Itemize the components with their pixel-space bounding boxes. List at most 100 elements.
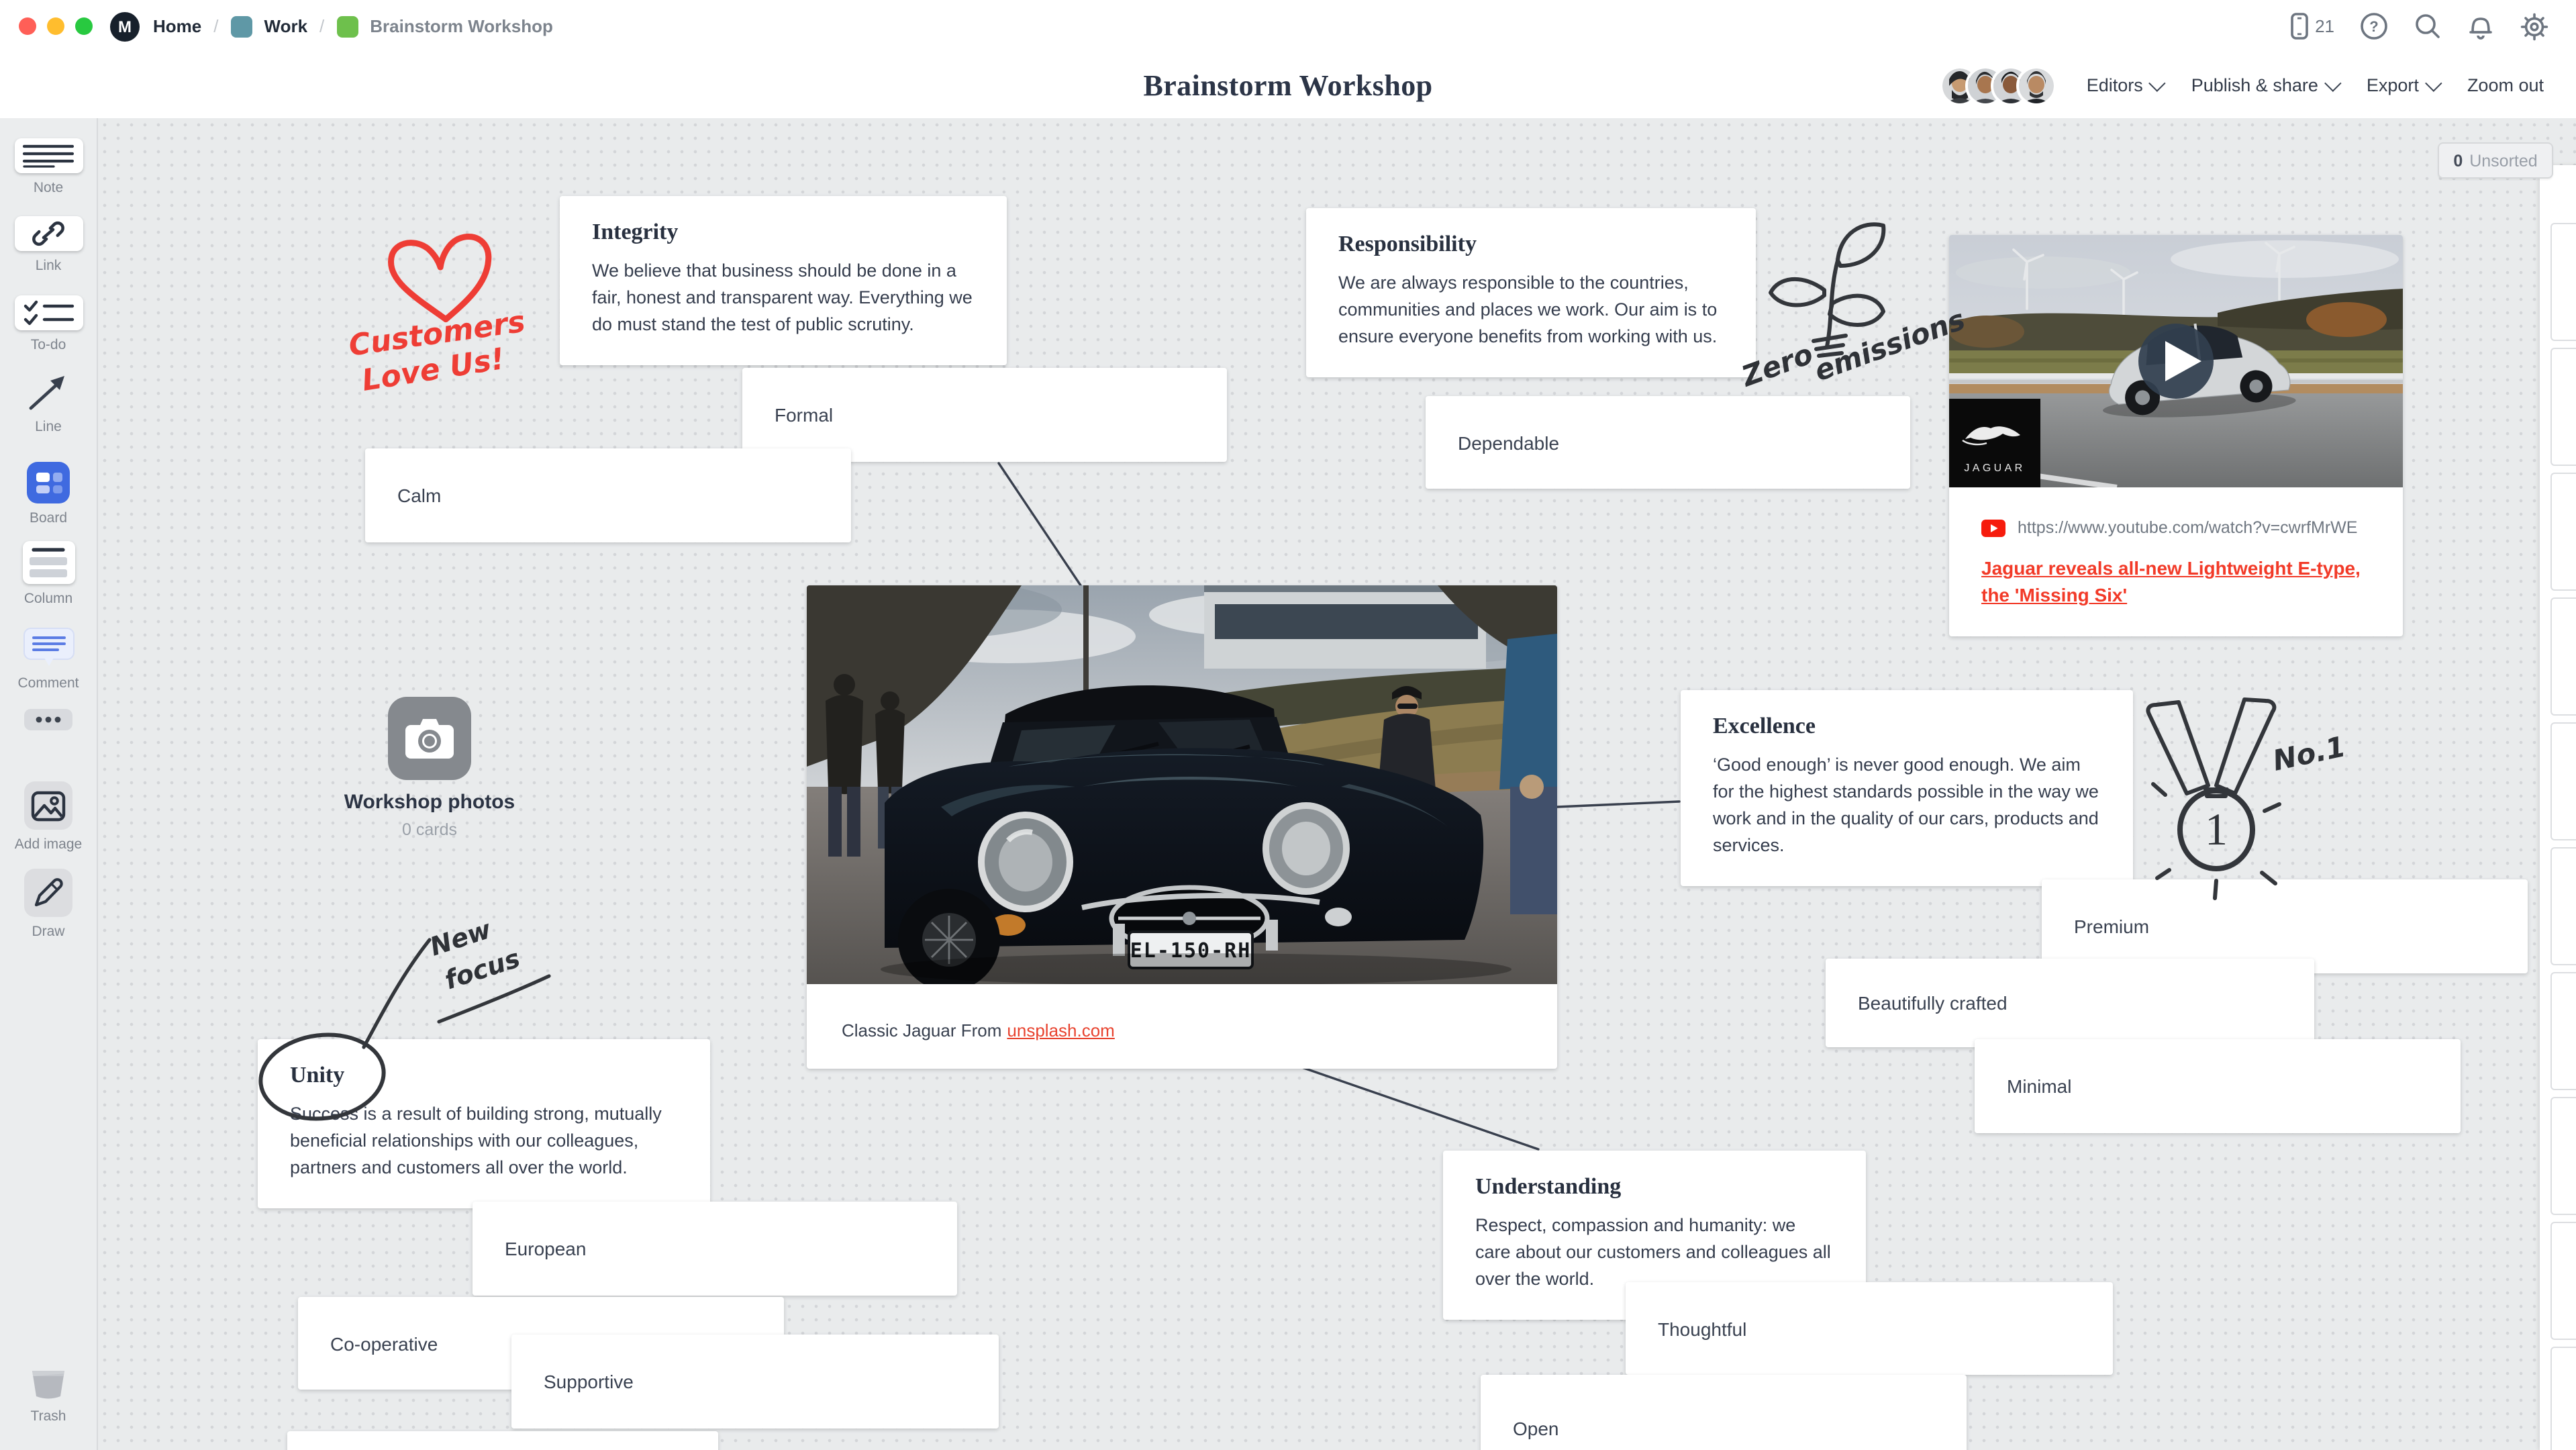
keyword-card-minimal[interactable]: Minimal <box>1975 1039 2461 1133</box>
close-window-button[interactable] <box>19 17 36 35</box>
minimize-window-button[interactable] <box>47 17 64 35</box>
unsorted-badge[interactable]: 0 Unsorted <box>2438 142 2553 179</box>
keyword-card-thoughtful[interactable]: Thoughtful <box>1626 1282 2113 1375</box>
sidebar-item-label: Column <box>23 591 73 607</box>
camera-icon <box>405 719 454 759</box>
trash-icon <box>32 1371 64 1399</box>
note-title: Unity <box>290 1062 345 1088</box>
help-icon[interactable]: ? <box>2360 12 2388 40</box>
note-body: Respect, compassion and humanity: we car… <box>1475 1215 1831 1289</box>
sidebar-item-label: Draw <box>32 924 65 940</box>
keyword-card-premium[interactable]: Premium <box>2042 879 2528 973</box>
keyword-card-european[interactable]: European <box>473 1202 957 1296</box>
work-board-icon[interactable] <box>230 15 252 37</box>
line-image-to-excellence[interactable] <box>1556 800 1681 808</box>
sidebar-item-draw[interactable]: Draw <box>0 869 97 940</box>
add-image-icon <box>31 790 66 821</box>
video-title-link[interactable]: Jaguar reveals all-new Lightweight E-typ… <box>1981 557 2361 606</box>
breadcrumb-work[interactable]: Work <box>264 16 308 36</box>
breadcrumb-separator: / <box>213 16 219 36</box>
sidebar-more-button[interactable] <box>0 709 97 730</box>
sidebar-item-label: Add image <box>14 836 83 853</box>
device-count: 21 <box>2315 16 2334 36</box>
editor-avatars[interactable] <box>1940 65 2057 105</box>
keyword-label: Dependable <box>1458 432 1560 453</box>
breadcrumb-current[interactable]: Brainstorm Workshop <box>370 16 553 36</box>
note-card-unity[interactable]: Unity Success is a result of building st… <box>258 1039 710 1208</box>
sidebar-item-todo[interactable]: To-do <box>0 295 97 353</box>
line-formal-to-image[interactable] <box>997 462 1082 587</box>
board-card-title[interactable]: Workshop photos <box>344 791 515 814</box>
breadcrumb-home[interactable]: Home <box>153 16 202 36</box>
sidebar-item-column[interactable]: Column <box>0 541 97 607</box>
page-title: Brainstorm Workshop <box>1143 68 1433 102</box>
publish-share-button[interactable]: Publish & share <box>2191 75 2342 95</box>
sidebar-item-comment[interactable]: Comment <box>0 627 97 691</box>
export-label: Export <box>2366 75 2419 95</box>
board-card-workshop-photos[interactable] <box>388 697 471 780</box>
sidebar-item-board[interactable]: Board <box>0 462 97 526</box>
settings-gear-icon[interactable] <box>2520 11 2549 41</box>
unsorted-slot <box>2550 348 2576 466</box>
connector-lines <box>997 462 1681 1151</box>
sidebar-item-note[interactable]: Note <box>0 138 97 196</box>
keyword-label: Open <box>1513 1418 1559 1439</box>
keyword-card-formal[interactable]: Formal <box>742 368 1227 462</box>
milanote-logo-icon[interactable]: M <box>110 11 140 41</box>
image-card-jaguar[interactable]: EL-150-RH Classic Jaguar From unsplash.c… <box>807 585 1557 1069</box>
note-body: ‘Good enough’ is never good enough. We a… <box>1713 755 2099 855</box>
video-thumbnail[interactable]: JAGUAR <box>1949 235 2403 490</box>
mobile-sync-button[interactable]: 21 <box>2289 12 2334 40</box>
note-card-integrity[interactable]: Integrity We believe that business shoul… <box>560 196 1007 365</box>
sidebar-item-line[interactable]: Line <box>0 372 97 435</box>
line-arrow-icon <box>29 376 64 410</box>
keyword-card-beautifully-crafted[interactable]: Beautifully crafted <box>1826 959 2314 1047</box>
more-dots-icon <box>24 709 72 730</box>
zoom-out-label: Zoom out <box>2467 75 2544 95</box>
unsorted-slot <box>2550 597 2576 716</box>
comment-icon <box>23 628 74 666</box>
keyword-label: Beautifully crafted <box>1858 992 2008 1014</box>
breadcrumb: Home / Work / Brainstorm Workshop <box>153 15 553 37</box>
column-icon <box>30 548 67 577</box>
partial-card[interactable] <box>287 1431 718 1450</box>
note-card-responsibility[interactable]: Responsibility We are always responsible… <box>1306 208 1756 377</box>
keyword-card-dependable[interactable]: Dependable <box>1426 396 1910 489</box>
expand-window-button[interactable] <box>75 17 93 35</box>
keyword-label: Formal <box>775 404 834 426</box>
export-button[interactable]: Export <box>2366 75 2442 95</box>
avatar <box>2016 65 2057 105</box>
notifications-bell-icon[interactable] <box>2467 11 2494 41</box>
keyword-card-open[interactable]: Open <box>1481 1375 1967 1450</box>
unsorted-label: Unsorted <box>2469 151 2538 170</box>
note-body: Success is a result of building strong, … <box>290 1104 662 1177</box>
editors-menu-button[interactable]: Editors <box>2087 75 2167 95</box>
unsorted-slot <box>2550 473 2576 591</box>
note-title: Excellence <box>1713 713 1816 738</box>
sidebar-item-label: Comment <box>17 675 79 691</box>
keyword-card-supportive[interactable]: Supportive <box>511 1335 999 1429</box>
sidebar-item-label: To-do <box>30 337 66 353</box>
jaguar-logo-box: JAGUAR <box>1949 399 2040 487</box>
search-icon[interactable] <box>2414 12 2442 40</box>
keyword-label: Calm <box>397 485 442 506</box>
brainstorm-board-icon[interactable] <box>336 15 358 37</box>
sidebar-item-link[interactable]: Link <box>0 216 97 274</box>
unsplash-link[interactable]: unsplash.com <box>1007 1020 1115 1040</box>
line-image-to-understanding[interactable] <box>1297 1065 1540 1151</box>
keyword-card-calm[interactable]: Calm <box>365 448 851 542</box>
note-card-excellence[interactable]: Excellence ‘Good enough’ is never good e… <box>1681 690 2133 886</box>
note-title: Integrity <box>592 219 679 244</box>
board-canvas[interactable]: Integrity We believe that business shoul… <box>98 118 2576 1450</box>
video-card[interactable]: JAGUAR https://www.youtube.com/watch?v=c… <box>1949 235 2403 636</box>
note-title: Understanding <box>1475 1173 1622 1199</box>
video-url[interactable]: https://www.youtube.com/watch?v=cwrfMrWE <box>2018 518 2358 537</box>
unsorted-tray[interactable] <box>2540 165 2576 1450</box>
unsorted-slot <box>2550 223 2576 341</box>
image-caption: Classic Jaguar From unsplash.com <box>807 991 1557 1069</box>
sidebar-trash[interactable]: Trash <box>0 1364 97 1424</box>
sidebar-item-add-image[interactable]: Add image <box>0 781 97 853</box>
zoom-out-button[interactable]: Zoom out <box>2467 75 2544 95</box>
unsorted-slot <box>2550 1097 2576 1215</box>
